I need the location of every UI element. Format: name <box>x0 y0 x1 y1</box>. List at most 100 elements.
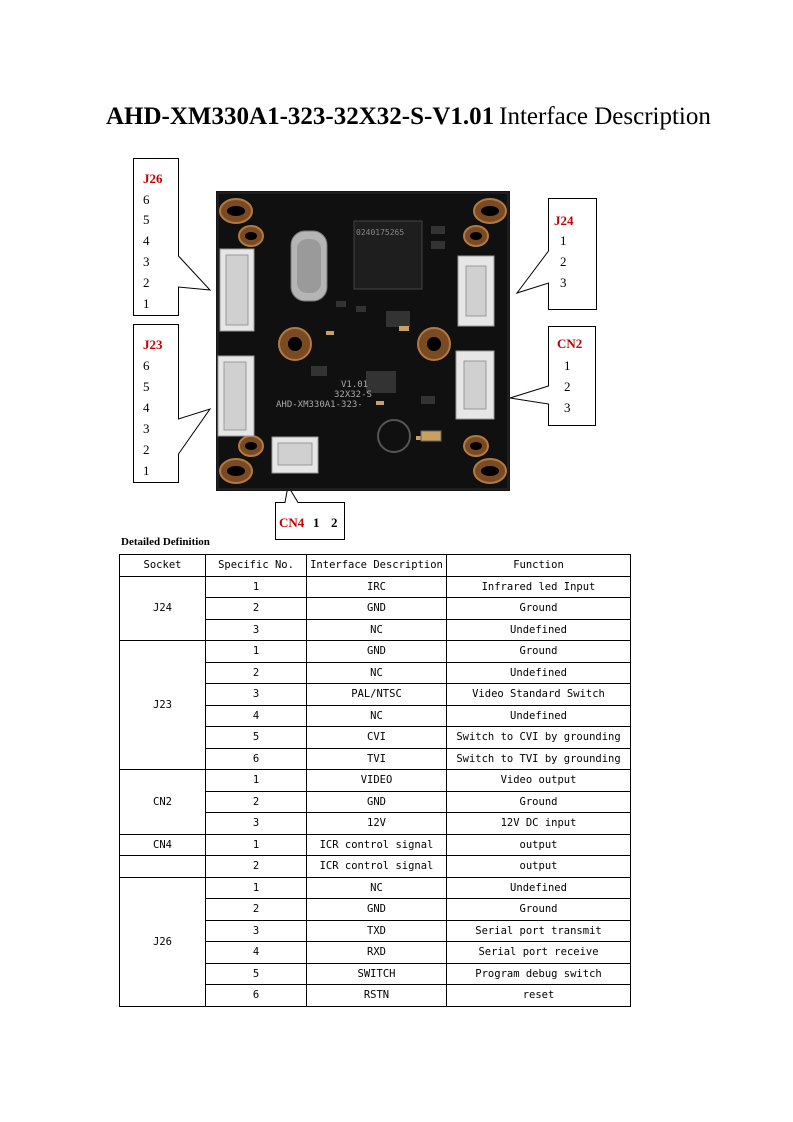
callout-j26-pin: 1 <box>143 296 150 311</box>
function: output <box>446 855 631 878</box>
interface-description: NC <box>306 618 447 641</box>
pin-number: 1 <box>205 640 307 663</box>
callout-cn2-name: CN2 <box>557 336 582 351</box>
callout-cn2: CN2 1 2 3 <box>509 326 596 426</box>
callout-j26: J26 6 5 4 3 2 1 <box>133 158 212 316</box>
pin-number: 2 <box>205 855 307 878</box>
table-row: J23 1 GND Ground <box>119 640 631 770</box>
socket-cell: J26 <box>119 876 206 1007</box>
header-socket: Socket <box>119 554 206 577</box>
table-row: 3 NC Undefined <box>120 618 631 641</box>
pcb-board-photo: 0240175265 V1.01 32X32-S AHD-XM330A1-323… <box>216 191 510 491</box>
table-row: J24 1 IRC Infrared led Input <box>119 575 631 641</box>
chip-marking: 0240175265 <box>356 228 404 237</box>
callout-j26-name: J26 <box>143 171 163 186</box>
interface-description: NC <box>306 704 447 727</box>
table-row: 2 GND Ground <box>120 790 631 813</box>
interface-description: NC <box>306 876 447 899</box>
callout-j23-pin: 6 <box>143 358 150 373</box>
table-row: 2 GND Ground <box>120 898 631 921</box>
callout-cn4-pin: 2 <box>331 515 338 530</box>
function: Undefined <box>446 704 631 727</box>
connector-j26 <box>219 248 255 332</box>
table-row: CN2 1 VIDEO Video output <box>119 769 631 835</box>
function: Program debug switch <box>446 962 631 985</box>
callout-j23-pin: 4 <box>143 400 150 415</box>
callout-j24-pin: 1 <box>560 233 567 248</box>
pin-number: 2 <box>205 898 307 921</box>
callout-j23-pin: 1 <box>143 463 150 478</box>
function: Infrared led Input <box>446 575 631 598</box>
pin-number: 2 <box>205 790 307 813</box>
connector-j23 <box>217 355 255 437</box>
pin-number: 4 <box>205 941 307 964</box>
pin-number: 3 <box>205 683 307 706</box>
callout-cn4: CN4 1 2 <box>275 484 345 540</box>
callout-j26-pin: 6 <box>143 192 150 207</box>
title-model: AHD-XM330A1-323-32X32-S-V1.01 <box>106 103 495 130</box>
callout-j24-name: J24 <box>554 213 574 228</box>
connector-j24 <box>457 255 495 327</box>
board-silkscreen-model: AHD-XM330A1-323- <box>276 400 363 410</box>
pin-number: 1 <box>205 833 307 856</box>
interface-description: GND <box>306 597 447 620</box>
interface-description: GND <box>306 640 447 663</box>
pin-number: 1 <box>205 575 307 598</box>
pin-number: 5 <box>205 962 307 985</box>
socket-cell-empty <box>119 855 206 878</box>
table-row: 2 ICR control signal output <box>119 855 631 878</box>
callout-j24-pin: 3 <box>560 275 567 290</box>
function: Serial port transmit <box>446 919 631 942</box>
pin-number: 3 <box>205 919 307 942</box>
interface-description: CVI <box>306 726 447 749</box>
function: Ground <box>446 640 631 663</box>
function: Ground <box>446 898 631 921</box>
interface-description: NC <box>306 661 447 684</box>
callout-cn2-pin: 2 <box>564 379 571 394</box>
interface-description: PAL/NTSC <box>306 683 447 706</box>
header-function: Function <box>446 554 631 577</box>
function: output <box>446 833 631 856</box>
table-header-row: Socket Specific No. Interface Descriptio… <box>119 554 631 577</box>
interface-description: TVI <box>306 747 447 770</box>
header-specific-no: Specific No. <box>205 554 307 577</box>
callout-j26-pin: 2 <box>143 275 150 290</box>
pin-number: 6 <box>205 984 307 1007</box>
interface-description: VIDEO <box>306 769 447 792</box>
interface-description: TXD <box>306 919 447 942</box>
pin-number: 2 <box>205 597 307 620</box>
main-chip: 0240175265 <box>353 220 423 290</box>
function: reset <box>446 984 631 1007</box>
interface-definition-table: Socket Specific No. Interface Descriptio… <box>119 554 631 1007</box>
function: Undefined <box>446 618 631 641</box>
interface-description: 12V <box>306 812 447 835</box>
table-row: J26 1 NC Undefined <box>119 876 631 1007</box>
socket-cell: J24 <box>119 575 206 641</box>
function: Ground <box>446 790 631 813</box>
callout-j26-pin: 4 <box>143 233 150 248</box>
callout-j23-pin: 5 <box>143 379 150 394</box>
callout-cn2-pin: 3 <box>564 400 571 415</box>
interface-description: GND <box>306 790 447 813</box>
interface-description: IRC <box>306 575 447 598</box>
board-silkscreen-version: V1.01 <box>341 380 368 390</box>
connector-cn4 <box>271 436 319 474</box>
function: Switch to CVI by grounding <box>446 726 631 749</box>
section-title: Detailed Definition <box>121 536 210 548</box>
callout-j23-pin: 2 <box>143 442 150 457</box>
crystal-oscillator <box>290 230 328 302</box>
interface-description: RXD <box>306 941 447 964</box>
connector-cn2 <box>455 350 495 420</box>
table-row: 3 PAL/NTSC Video Standard Switch <box>120 683 631 706</box>
function: Switch to TVI by grounding <box>446 747 631 770</box>
callout-cn2-pin: 1 <box>564 358 571 373</box>
callout-j26-pin: 5 <box>143 212 150 227</box>
callout-cn4-name: CN4 <box>279 515 305 530</box>
pin-number: 2 <box>205 661 307 684</box>
pin-number: 5 <box>205 726 307 749</box>
pin-number: 3 <box>205 812 307 835</box>
table-row: 6 RSTN reset <box>120 984 631 1007</box>
interface-description: ICR control signal <box>306 855 447 878</box>
callout-j24-pin: 2 <box>560 254 567 269</box>
